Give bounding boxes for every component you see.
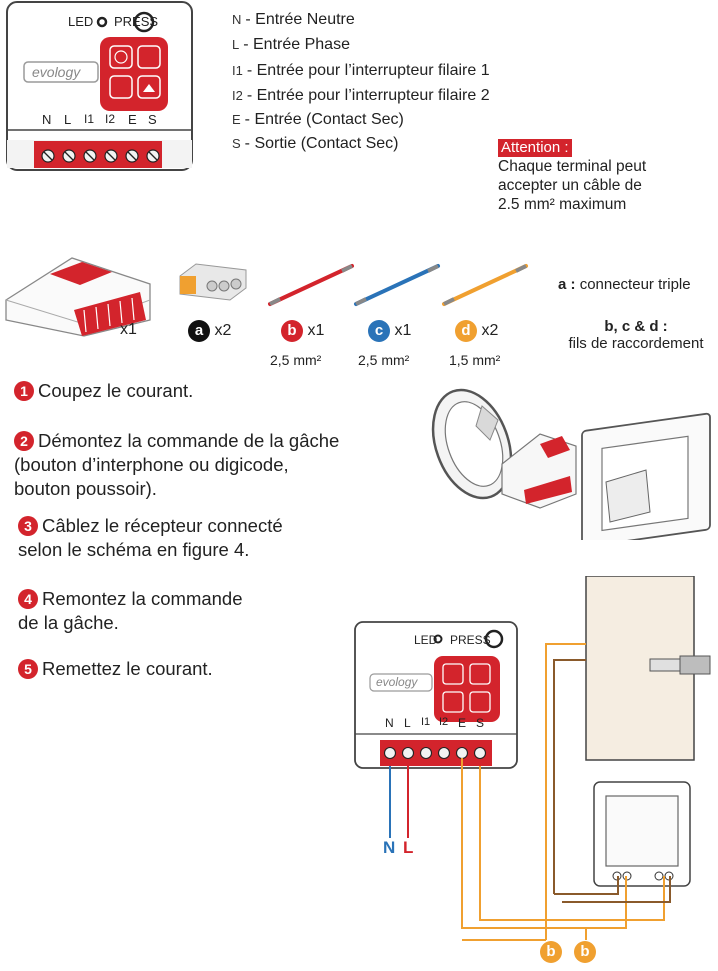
diagram-terminal-e: E xyxy=(458,716,467,730)
kit-module-image xyxy=(0,228,160,345)
terminal-screws xyxy=(40,148,164,169)
badge-a: a xyxy=(188,320,210,342)
wire-b-size: 2,5 mm² xyxy=(270,352,322,368)
switch-removal-illustration xyxy=(420,386,718,548)
terminal-label-s: S xyxy=(148,112,157,127)
terminal-label-e: E xyxy=(128,112,137,127)
step-number: 3 xyxy=(18,516,38,536)
step-number: 4 xyxy=(18,589,38,609)
legend-item-e: E- Entrée (Contact Sec) xyxy=(232,111,404,128)
wire-d-image xyxy=(440,262,530,313)
kit-item-d: d x2 xyxy=(455,320,498,342)
wire-badge-b-1: b xyxy=(540,941,562,963)
led-label: LED xyxy=(68,14,94,29)
legend-item-n: N- Entrée Neutre xyxy=(232,11,355,28)
badge-c: c xyxy=(368,320,390,342)
neutral-wire-label: N xyxy=(383,838,396,857)
terminal-label-l: L xyxy=(64,112,72,127)
diagram-press-label: PRESS xyxy=(450,633,491,647)
terminal-label-n: N xyxy=(42,112,52,127)
step-number: 2 xyxy=(14,431,34,451)
note-a: a : connecteur triple xyxy=(558,276,691,293)
diagram-led-label: LED xyxy=(414,633,438,647)
connector-image xyxy=(178,258,250,307)
diagram-terminal-l: L xyxy=(404,716,411,730)
diagram-terminal-s: S xyxy=(476,716,485,730)
brand-logo: evology xyxy=(32,64,81,80)
step-number: 5 xyxy=(18,659,38,679)
step-number: 1 xyxy=(14,381,34,401)
note-bcd: b, c & d : fils de raccordement xyxy=(568,318,704,352)
legend-item-l: L- Entrée Phase xyxy=(232,36,350,53)
wiring-diagram: LED PRESS evology N L I1 I2 E S N L b b xyxy=(340,575,718,971)
diagram-terminal-i2: I2 xyxy=(439,716,449,728)
terminal-label-i1: I1 xyxy=(84,112,95,126)
diagram-terminal-i1: I1 xyxy=(421,716,431,728)
badge-b: b xyxy=(281,320,303,342)
attention-title: Attention : xyxy=(498,139,572,157)
legend-item-s: S- Sortie (Contact Sec) xyxy=(232,135,399,152)
phase-wire-label: L xyxy=(403,838,414,857)
kit-item-c: c x1 xyxy=(368,320,411,342)
attention-line: 2.5 mm² maximum xyxy=(498,196,627,213)
terminal-label-i2: I2 xyxy=(105,112,116,126)
wire-b-image xyxy=(266,262,356,313)
diagram-terminal-n: N xyxy=(385,716,394,730)
kit-item-a: a x2 xyxy=(188,320,231,342)
legend-item-i1: I1- Entrée pour l’interrupteur filaire 1 xyxy=(232,62,490,79)
attention-line: Chaque terminal peut xyxy=(498,158,647,175)
kit-item-b: b x1 xyxy=(281,320,324,342)
legend-item-i2: I2- Entrée pour l’interrupteur filaire 2 xyxy=(232,87,490,104)
wire-d-size: 1,5 mm² xyxy=(449,352,501,368)
top-module: LED PRESS evology N L I1 I2 E S xyxy=(4,0,196,174)
diagram-brand-logo: evology xyxy=(376,675,418,689)
attention-line: accepter un câble de xyxy=(498,177,642,194)
kit-module-qty: x1 xyxy=(120,321,137,338)
attention-note: Attention : Chaque terminal peut accepte… xyxy=(498,139,646,214)
wire-c-image xyxy=(352,262,442,313)
wire-c-size: 2,5 mm² xyxy=(358,352,410,368)
wire-badge-b-2: b xyxy=(574,941,596,963)
press-label: PRESS xyxy=(114,14,159,29)
badge-d: d xyxy=(455,320,477,342)
